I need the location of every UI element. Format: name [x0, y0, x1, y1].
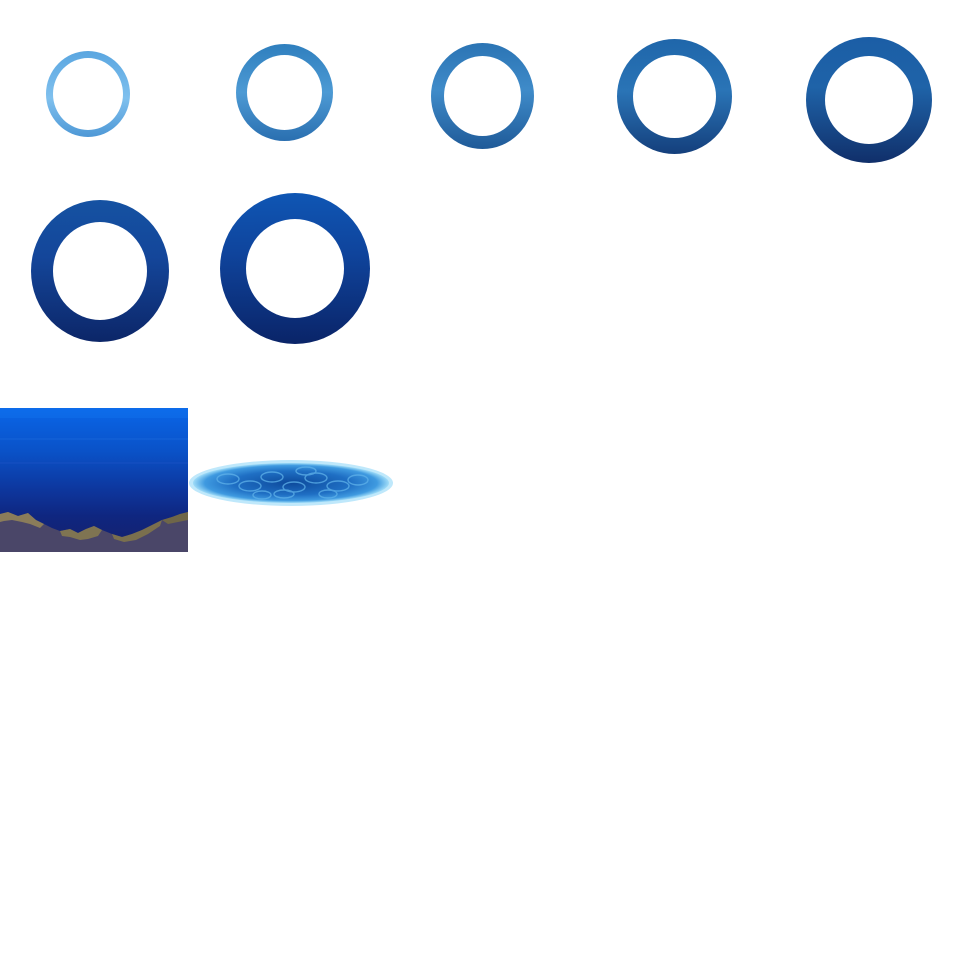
water-ring-icon [806, 37, 932, 163]
water-puddle-icon [188, 459, 394, 507]
water-ring-icon [431, 43, 534, 149]
water-ring-icon [46, 51, 130, 137]
water-ring-icon [236, 44, 333, 141]
water-ring-icon [31, 200, 169, 342]
water-ring-icon [617, 39, 732, 154]
water-ring-icon [220, 193, 370, 344]
underwater-seabed-icon [0, 408, 188, 552]
